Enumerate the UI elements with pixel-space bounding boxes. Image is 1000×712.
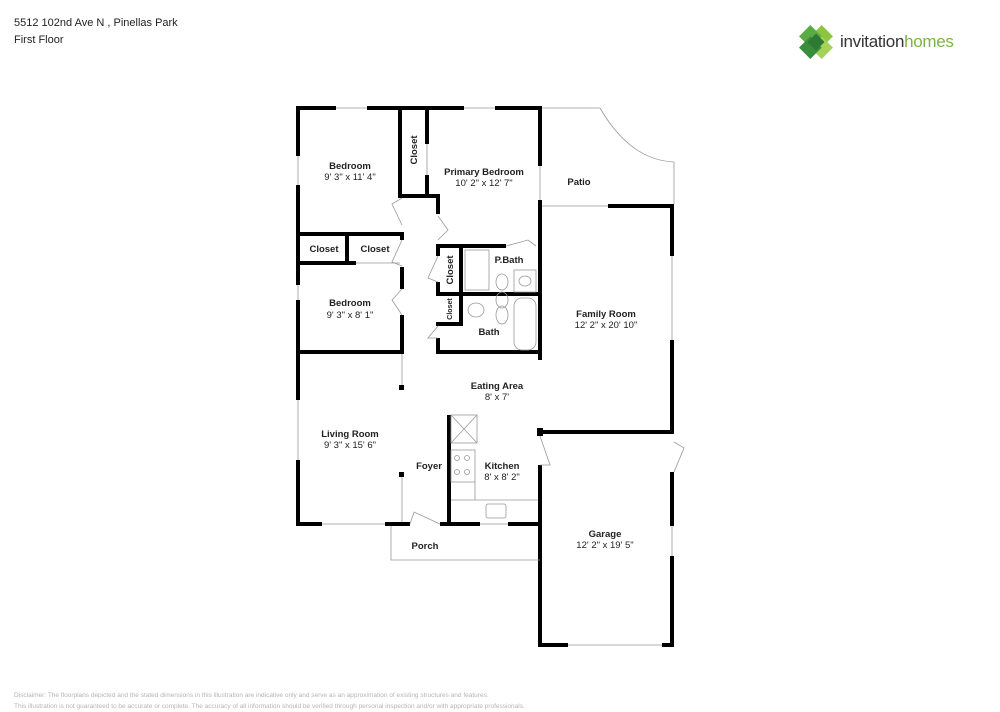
property-address: 5512 102nd Ave N , Pinellas Park: [14, 17, 178, 29]
room-closet-top-name: Closet: [409, 135, 420, 165]
disclaimer: Disclaimer: The floorplans depicted and …: [14, 690, 525, 712]
floor-label: First Floor: [14, 34, 64, 46]
room-bath-name: Bath: [478, 327, 499, 338]
room-pbath-name: P.Bath: [495, 255, 524, 266]
room-closet-left2-name: Closet: [360, 244, 390, 255]
room-closet-left1-name: Closet: [309, 244, 339, 255]
invitation-homes-logo-icon: [799, 25, 833, 59]
room-bedroom1-dims: 9' 3" x 11' 4": [324, 172, 375, 183]
room-kitchen-name: Kitchen: [485, 461, 520, 472]
room-porch-name: Porch: [412, 541, 439, 552]
room-foyer-name: Foyer: [416, 461, 442, 472]
header: 5512 102nd Ave N , Pinellas Park First F…: [14, 15, 178, 49]
room-primary-bedroom-dims: 10' 2" x 12' 7": [455, 178, 512, 189]
walls: [296, 106, 674, 647]
room-eating-area-name: Eating Area: [471, 381, 524, 392]
room-bedroom1-name: Bedroom: [329, 161, 371, 172]
room-patio-name: Patio: [567, 177, 590, 188]
logo-wordmark: invitationhomes: [840, 32, 954, 52]
room-family-room-dims: 12' 2" x 20' 10": [575, 320, 638, 331]
room-garage-name: Garage: [589, 529, 622, 540]
room-primary-bedroom-name: Primary Bedroom: [444, 167, 524, 178]
disclaimer-line-1: Disclaimer: The floorplans depicted and …: [14, 692, 489, 699]
room-closet-pbath-name: Closet: [445, 255, 456, 285]
room-garage-dims: 12' 2" x 19' 5": [576, 540, 633, 551]
room-kitchen-dims: 8' x 8' 2": [484, 472, 520, 483]
room-closet-bath-name: Closet: [447, 298, 454, 320]
logo-word-homes: homes: [904, 32, 954, 51]
room-living-room-dims: 9' 3" x 15' 6": [324, 440, 376, 451]
room-living-room-name: Living Room: [321, 429, 379, 440]
room-eating-area-dims: 8' x 7': [485, 392, 509, 403]
windows-doors: [297, 107, 685, 646]
brand-logo: invitationhomes: [798, 24, 954, 60]
room-bedroom2-dims: 9' 3" x 8' 1": [327, 310, 374, 321]
logo-word-invitation: invitation: [840, 32, 905, 51]
room-bedroom2-name: Bedroom: [329, 298, 371, 309]
room-family-room-name: Family Room: [576, 309, 636, 320]
room-labels: Bedroom 9' 3" x 11' 4" Closet Primary Be…: [309, 135, 637, 552]
